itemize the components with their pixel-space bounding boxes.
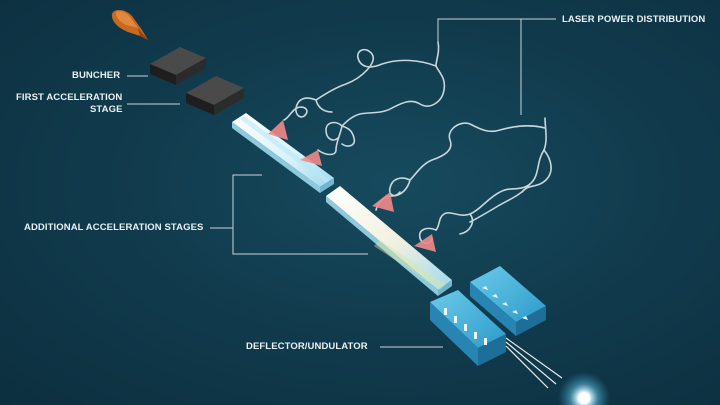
undulator-block-upper — [470, 266, 546, 336]
undulator-block-lower — [430, 290, 506, 366]
laser-couplers — [268, 120, 436, 252]
label-first-stage-line2: STAGE — [90, 104, 123, 115]
electron-beams — [505, 337, 563, 389]
electron-beam-glow-icon — [558, 372, 610, 405]
first-stage-block — [186, 76, 244, 115]
laser-coupler — [372, 192, 394, 212]
leader-lines — [127, 18, 556, 348]
label-deflector: DEFLECTOR/UNDULATOR — [246, 341, 368, 352]
acceleration-chip-2 — [326, 186, 452, 296]
laser-coupler — [414, 234, 436, 252]
label-buncher: BUNCHER — [72, 70, 121, 81]
laser-waveguides-upper — [283, 41, 446, 156]
electron-gun-icon — [111, 10, 148, 40]
label-additional-stages: ADDITIONAL ACCELERATION STAGES — [24, 222, 204, 233]
laser-coupler — [268, 120, 288, 140]
buncher-block — [150, 47, 206, 85]
label-laser-power: LASER POWER DISTRIBUTION — [562, 14, 706, 25]
laser-coupler — [300, 150, 322, 166]
laser-waveguides-lower — [375, 117, 552, 245]
acceleration-chip-1 — [232, 113, 334, 193]
label-first-stage-line1: FIRST ACCELERATION — [16, 92, 123, 103]
